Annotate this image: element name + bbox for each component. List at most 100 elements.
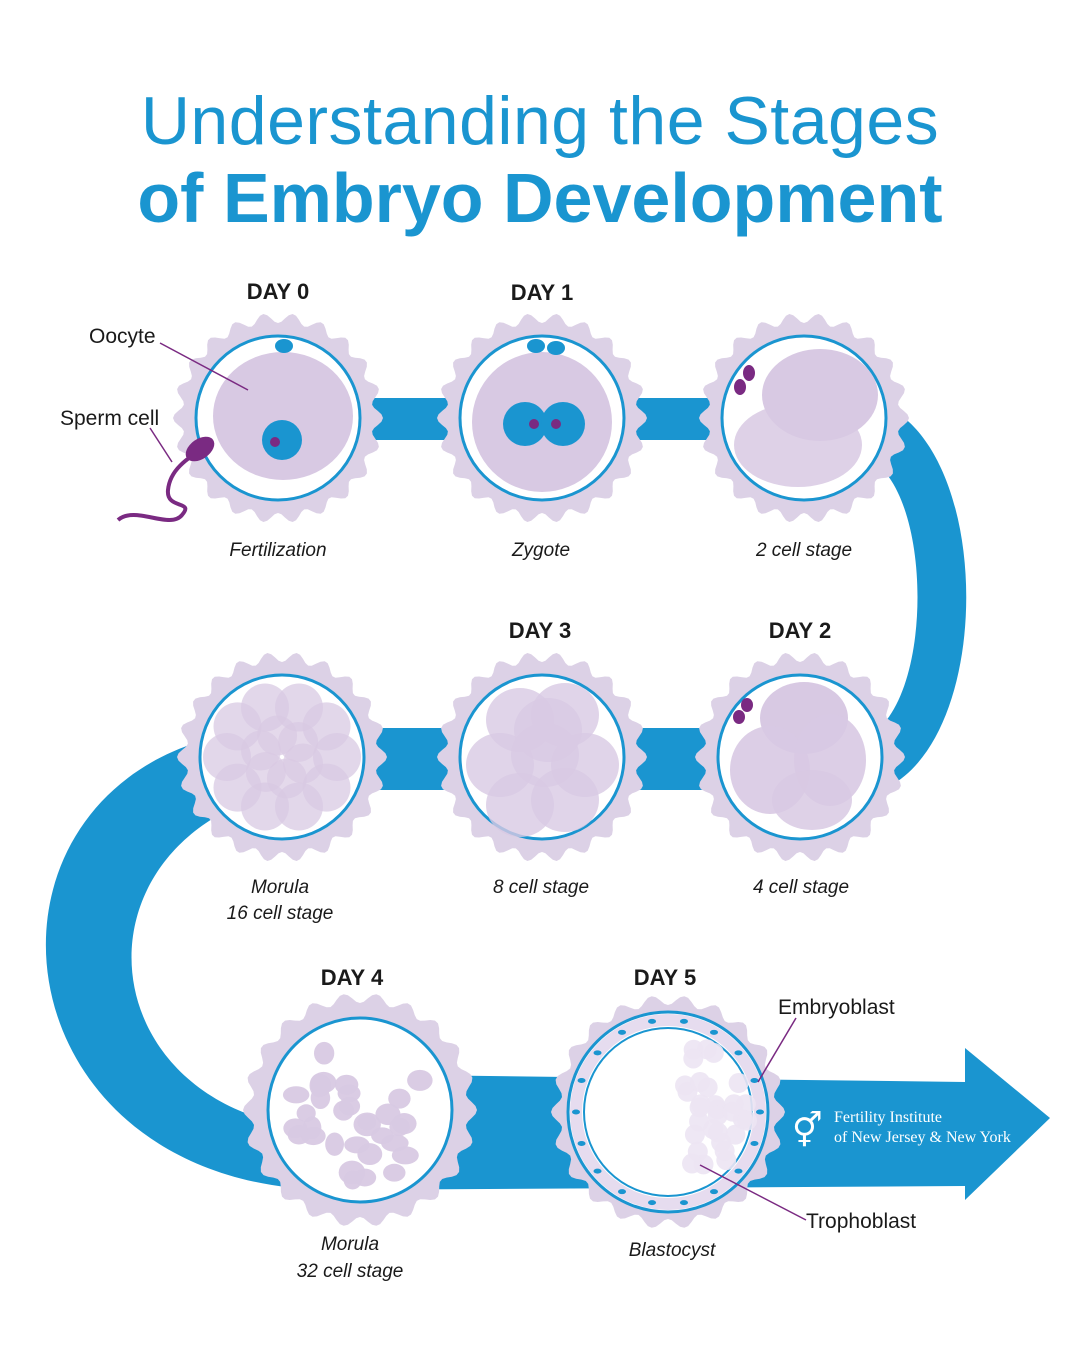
blastomere — [407, 1069, 433, 1091]
title-line-1: Understanding the Stages — [140, 83, 940, 159]
blastomere — [389, 1117, 410, 1137]
polar-body — [275, 339, 293, 353]
trophoblast-nucleus — [710, 1189, 718, 1195]
embryoblast-cell — [714, 1140, 735, 1161]
embryoblast-cell — [689, 1072, 710, 1093]
stage-blastocyst — [551, 996, 785, 1228]
stage-32cell — [243, 994, 477, 1226]
blastomere — [278, 722, 319, 763]
stage-8cell — [437, 653, 647, 861]
oocyte-cytoplasm — [213, 352, 353, 480]
polar-body — [547, 341, 565, 355]
blastomere — [391, 1146, 419, 1165]
blastomere — [343, 1170, 362, 1190]
stage-16cell — [177, 653, 387, 861]
embryoblast-cells — [675, 1039, 758, 1175]
trophoblast-leader-line — [699, 1164, 807, 1221]
trophoblast-nucleus — [593, 1168, 602, 1174]
polar-body — [734, 379, 746, 395]
blastomere — [371, 1127, 394, 1145]
embryoblast-cell — [683, 1048, 704, 1069]
embryoblast-cell — [703, 1119, 724, 1140]
caption-32-cell: 32 cell stage — [297, 1261, 404, 1282]
caption-2-cell: 2 cell stage — [755, 540, 852, 561]
trophoblast-nucleus — [648, 1200, 657, 1206]
oocyte-nucleus — [262, 420, 302, 460]
blastomere — [309, 1073, 329, 1098]
blastomere — [772, 770, 852, 830]
embryoblast-label: Embryoblast — [778, 996, 895, 1019]
brand-line-2: of New Jersey & New York — [834, 1129, 1011, 1146]
title-line-2: of Embryo Development — [137, 159, 943, 237]
blastomere — [357, 1114, 377, 1131]
blastomere — [313, 1041, 335, 1065]
sperm-head — [185, 436, 215, 462]
trophoblast-nucleus — [750, 1140, 759, 1146]
day-label-1: DAY 1 — [511, 280, 573, 305]
caption-8-cell: 8 cell stage — [493, 877, 589, 898]
path-left-curve — [45, 728, 331, 1190]
blastomere — [282, 1086, 310, 1104]
caption-zygote: Zygote — [511, 540, 570, 561]
trophoblast-label: Trophoblast — [806, 1210, 916, 1233]
blastomeres — [203, 683, 361, 831]
blastomeres — [282, 1041, 433, 1190]
blastomere — [325, 1132, 344, 1156]
blastomere — [734, 403, 862, 487]
sperm-leader-line — [149, 427, 173, 463]
trophoblast-nuclei — [572, 1018, 764, 1206]
caption-fertilization: Fertilization — [229, 540, 326, 561]
pronucleus — [270, 437, 280, 447]
embryoblast-cell — [728, 1073, 749, 1094]
trophoblast-nucleus — [577, 1078, 586, 1084]
polar-body — [733, 710, 745, 724]
brand-line-1: Fertility Institute — [834, 1109, 942, 1126]
polar-body — [527, 339, 545, 353]
trophoblast-nucleus — [710, 1029, 718, 1035]
trophoblast-nucleus — [648, 1018, 657, 1024]
oocyte-label: Oocyte — [89, 325, 156, 348]
sperm-tail — [116, 443, 210, 522]
caption-morula: Morula — [251, 877, 309, 898]
stage-day0 — [116, 314, 383, 522]
trophoblast-nucleus — [618, 1029, 626, 1035]
embryoblast-cell — [675, 1075, 696, 1096]
day-label-5: DAY 5 — [634, 965, 696, 990]
trophoblast-nucleus — [577, 1140, 586, 1146]
embryoblast-cell — [722, 1101, 743, 1122]
blastomere — [383, 1163, 406, 1182]
trophoblast-nucleus — [572, 1109, 580, 1115]
day-label-3: DAY 3 — [509, 618, 571, 643]
caption-blastocyst: Blastocyst — [629, 1240, 716, 1261]
trophoblast-nucleus — [593, 1050, 602, 1056]
stage-4cell — [695, 653, 905, 861]
day-label-0: DAY 0 — [247, 279, 309, 304]
trophoblast-nucleus — [750, 1078, 759, 1084]
embryoblast-leader-line — [757, 1017, 797, 1083]
trophoblast-nucleus — [679, 1018, 688, 1024]
oocyte-leader-line — [159, 342, 249, 391]
caption-16-cell: 16 cell stage — [227, 903, 334, 924]
trophoblast-nucleus — [734, 1168, 743, 1174]
day-label-2: DAY 2 — [769, 618, 831, 643]
trophoblast-nucleus — [618, 1189, 626, 1195]
nucleolus — [551, 419, 561, 429]
blastomere — [357, 1143, 383, 1166]
sperm-label: Sperm cell — [60, 407, 159, 430]
blastomeres — [466, 683, 619, 837]
embryoblast-cell — [689, 1097, 710, 1118]
path-right-curve — [850, 398, 967, 796]
blastomere — [514, 698, 582, 762]
caption-4-cell: 4 cell stage — [753, 877, 849, 898]
caption-morula-32: Morula — [321, 1234, 379, 1255]
gender-symbol-icon: ⚥ — [792, 1110, 823, 1151]
pronucleus-left — [503, 402, 547, 446]
trophoblast-nucleus — [734, 1050, 743, 1056]
blastomere — [283, 1118, 308, 1139]
embryoblast-cell — [703, 1042, 724, 1063]
blastomere — [333, 1100, 354, 1121]
nucleolus — [529, 419, 539, 429]
blastomere — [334, 1074, 359, 1095]
stage-2cell — [699, 314, 909, 522]
